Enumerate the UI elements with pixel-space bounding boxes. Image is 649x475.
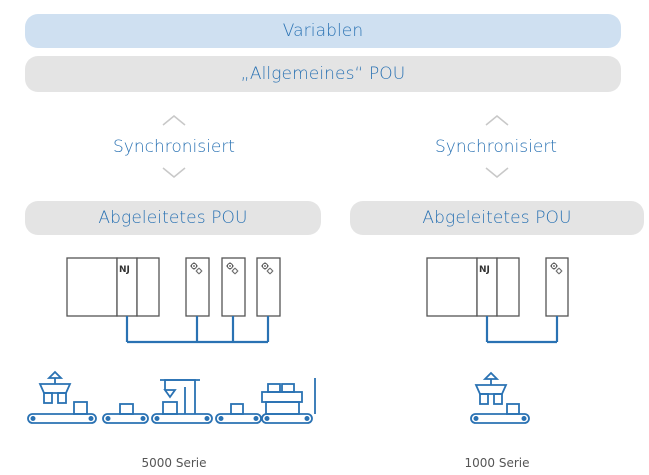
- right-up-chevron-icon: [485, 115, 509, 126]
- variables-bar: Variablen: [25, 14, 621, 48]
- left-nj-controller: [66, 257, 160, 317]
- right-nj-label: NJ: [479, 265, 490, 275]
- right-caption: 1000 Serie: [464, 456, 530, 470]
- general-pou-bar: „Allgemeines“ POU: [25, 56, 621, 92]
- general-pou-label: „Allgemeines“ POU: [240, 64, 406, 84]
- right-sync-label: Synchronisiert: [435, 137, 557, 157]
- left-caption: 5000 Serie: [141, 456, 207, 470]
- right-network-bus: [485, 316, 559, 344]
- left-machinery-icon: [27, 370, 316, 424]
- left-sync-label: Synchronisiert: [113, 137, 235, 157]
- right-down-chevron-icon: [485, 167, 509, 178]
- left-nj-label: NJ: [119, 265, 130, 275]
- left-drive-1: [185, 257, 210, 317]
- left-derived-pou-label: Abgeleitetes POU: [98, 208, 248, 228]
- left-down-chevron-icon: [162, 167, 186, 178]
- left-network-bus: [125, 316, 270, 344]
- variables-label: Variablen: [282, 21, 364, 41]
- left-derived-pou-bar: Abgeleitetes POU: [25, 201, 321, 235]
- right-derived-pou-bar: Abgeleitetes POU: [350, 201, 644, 235]
- left-drive-3: [256, 257, 281, 317]
- right-derived-pou-label: Abgeleitetes POU: [422, 208, 572, 228]
- right-machinery-icon: [470, 371, 530, 424]
- right-nj-controller: [426, 257, 520, 317]
- left-drive-2: [221, 257, 246, 317]
- left-up-chevron-icon: [162, 115, 186, 126]
